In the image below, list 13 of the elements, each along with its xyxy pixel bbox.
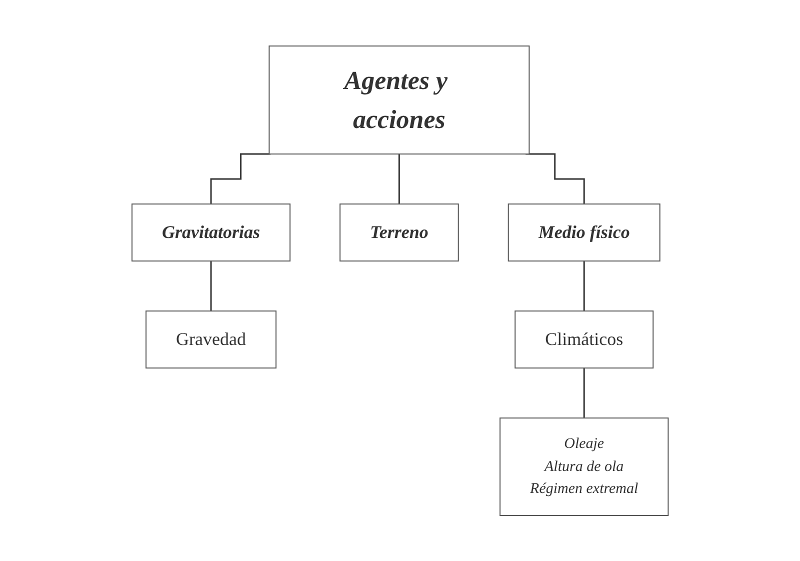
node-box: Gravedad: [145, 310, 276, 368]
connector: [583, 367, 585, 418]
node-box: Gravitatorias: [131, 203, 290, 262]
connector: [210, 260, 212, 312]
connector: [398, 153, 400, 204]
node-box: Medio físico: [508, 203, 660, 262]
node-box: Agentes y acciones: [268, 45, 530, 154]
node-box: Terreno: [339, 203, 459, 262]
node-box: Climáticos: [514, 310, 654, 368]
connector: [210, 153, 270, 204]
connector: [583, 260, 585, 312]
connector: [526, 153, 585, 204]
node-box: Oleaje Altura de ola Régimen extremal: [499, 417, 669, 516]
